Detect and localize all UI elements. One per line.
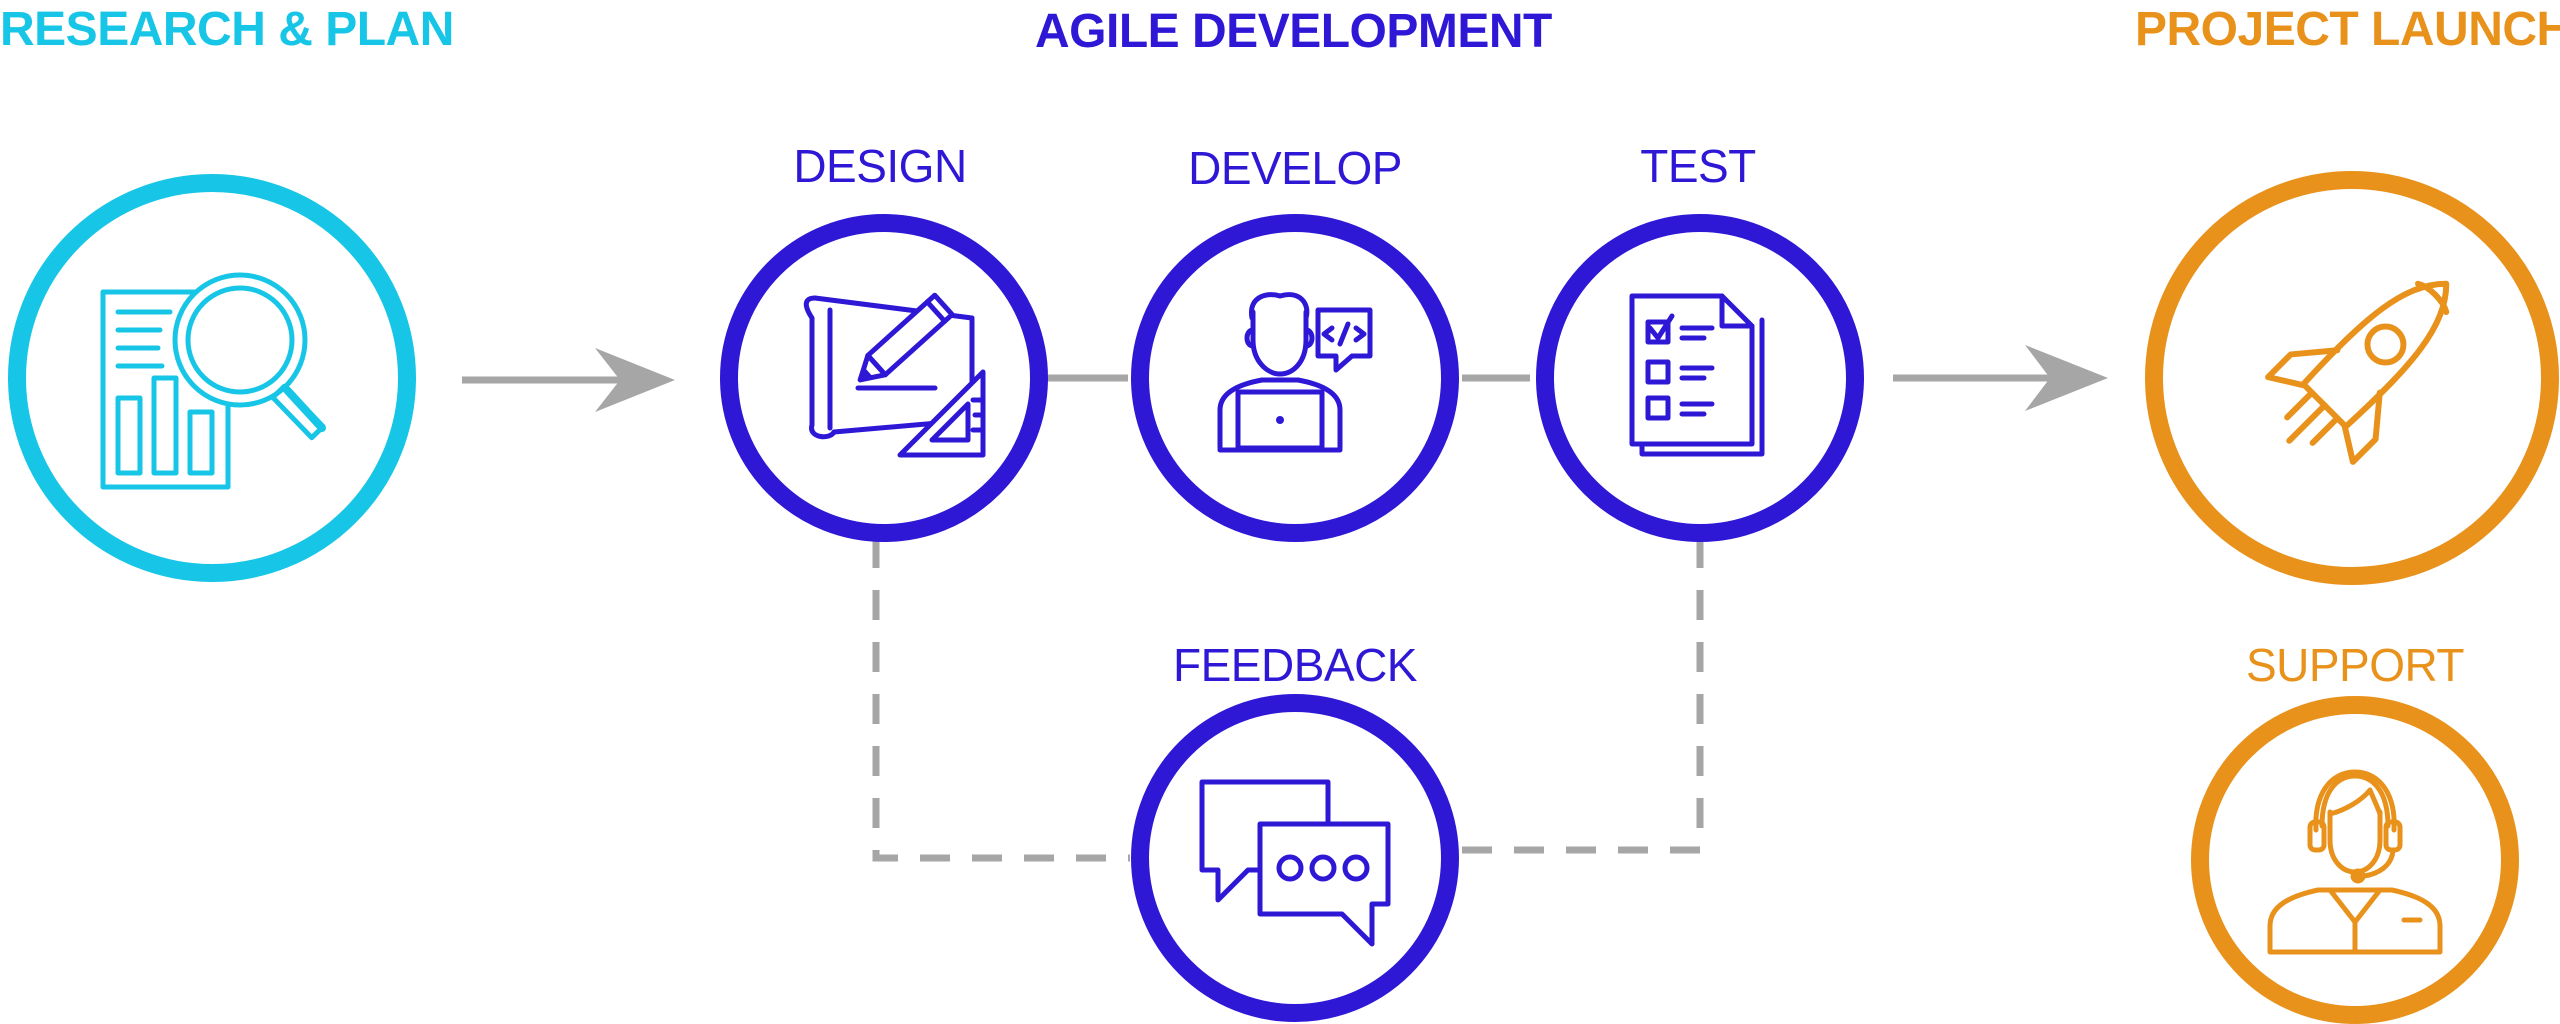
chat-bubbles-icon — [1199, 779, 1391, 947]
test-feedback-dashed-loop — [1460, 538, 1704, 854]
report-magnifier-icon — [100, 272, 326, 490]
develop-label: DEVELOP — [1188, 142, 1402, 194]
headset-agent-icon — [2267, 769, 2443, 955]
rocket-icon — [2265, 280, 2450, 465]
developer-laptop-icon — [1217, 292, 1373, 453]
research-plan-heading: RESEARCH & PLAN — [0, 3, 454, 56]
research-arrowhead — [595, 348, 675, 412]
support-label: SUPPORT — [2245, 639, 2465, 691]
checklist-document-icon — [1629, 293, 1765, 457]
agile-development-heading: AGILE DEVELOPMENT — [1035, 5, 1552, 58]
project-launch-heading: PROJECT LAUNCH — [2135, 3, 2560, 56]
connectors — [462, 374, 2055, 862]
feedback-label: FEEDBACK — [1173, 639, 1417, 691]
design-circle — [720, 214, 1048, 542]
arrowheads — [595, 345, 2108, 412]
blueprint-pencil-icon — [803, 292, 986, 458]
test-label: TEST — [1640, 140, 1756, 192]
design-feedback-dashed-loop — [872, 538, 1130, 862]
design-label: DESIGN — [793, 140, 967, 192]
support-circle — [2191, 696, 2519, 1024]
launch-arrowhead — [2025, 345, 2108, 411]
